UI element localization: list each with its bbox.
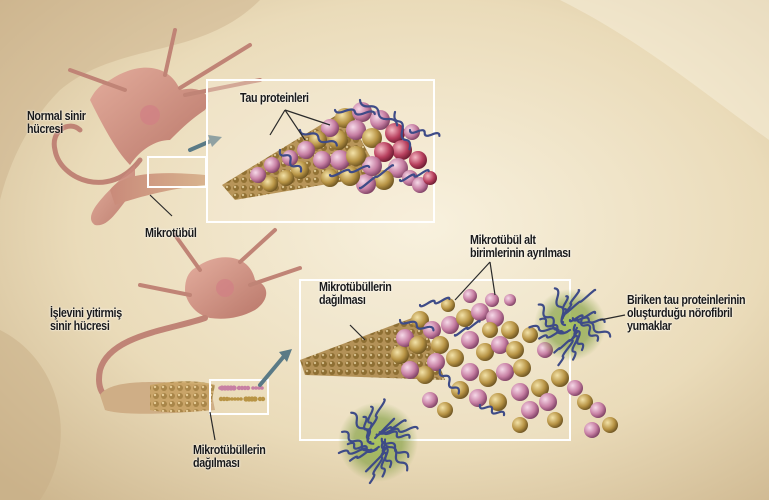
label-microtubule-disintegration-top: Mikrotübüllerindağılması (319, 281, 391, 307)
tubulin-subunit (437, 402, 453, 418)
debris-particle (219, 385, 224, 390)
tubulin-subunit (446, 349, 464, 367)
debris-particle (219, 397, 223, 401)
tubulin-subunit (567, 380, 583, 396)
tubulin-subunit (513, 359, 531, 377)
tubulin-subunit (278, 170, 294, 186)
tubulin-subunit (511, 383, 529, 401)
label-microtubule: Mikrotübül (145, 227, 197, 240)
debris-particle (243, 396, 248, 401)
tubulin-subunit (321, 169, 339, 187)
tubulin-subunit (501, 321, 519, 339)
tubulin-subunit (479, 369, 497, 387)
tubulin-subunit (547, 412, 563, 428)
tubulin-subunit (504, 294, 516, 306)
tubulin-subunit (590, 402, 606, 418)
tubulin-subunit (401, 361, 419, 379)
tubulin-subunit (346, 146, 366, 166)
tubulin-subunit (521, 401, 539, 419)
tubulin-subunit (461, 331, 479, 349)
tubulin-subunit (512, 417, 528, 433)
tubulin-subunit (264, 157, 280, 173)
tubulin-subunit (463, 289, 477, 303)
tubulin-subunit (423, 171, 437, 185)
tubulin-subunit (409, 151, 427, 169)
tubulin-subunit (461, 363, 479, 381)
tubulin-subunit (496, 363, 514, 381)
tubulin-subunit (391, 346, 409, 364)
debris-particle (251, 386, 255, 390)
tubulin-subunit (485, 293, 499, 307)
tubulin-subunit (313, 151, 331, 169)
tubulin-subunit (250, 167, 266, 183)
debris-particle (237, 386, 241, 390)
tubulin-subunit (409, 336, 427, 354)
tubulin-subunit (551, 369, 569, 387)
tubulin-subunit (469, 389, 487, 407)
label-tau-proteins: Tau proteinleri (240, 92, 309, 105)
debris-particle (258, 397, 262, 401)
label-normal-neuron: Normal sinirhücresi (27, 110, 86, 136)
debris-particle (227, 397, 231, 401)
tubulin-subunit (431, 336, 449, 354)
tubulin-subunit (602, 417, 618, 433)
tubulin-subunit (422, 392, 438, 408)
tubulin-subunit (482, 322, 498, 338)
tubulin-subunit (539, 393, 557, 411)
tubulin-subunit (506, 341, 524, 359)
tubulin-subunit (584, 422, 600, 438)
tubulin-subunit (297, 141, 315, 159)
